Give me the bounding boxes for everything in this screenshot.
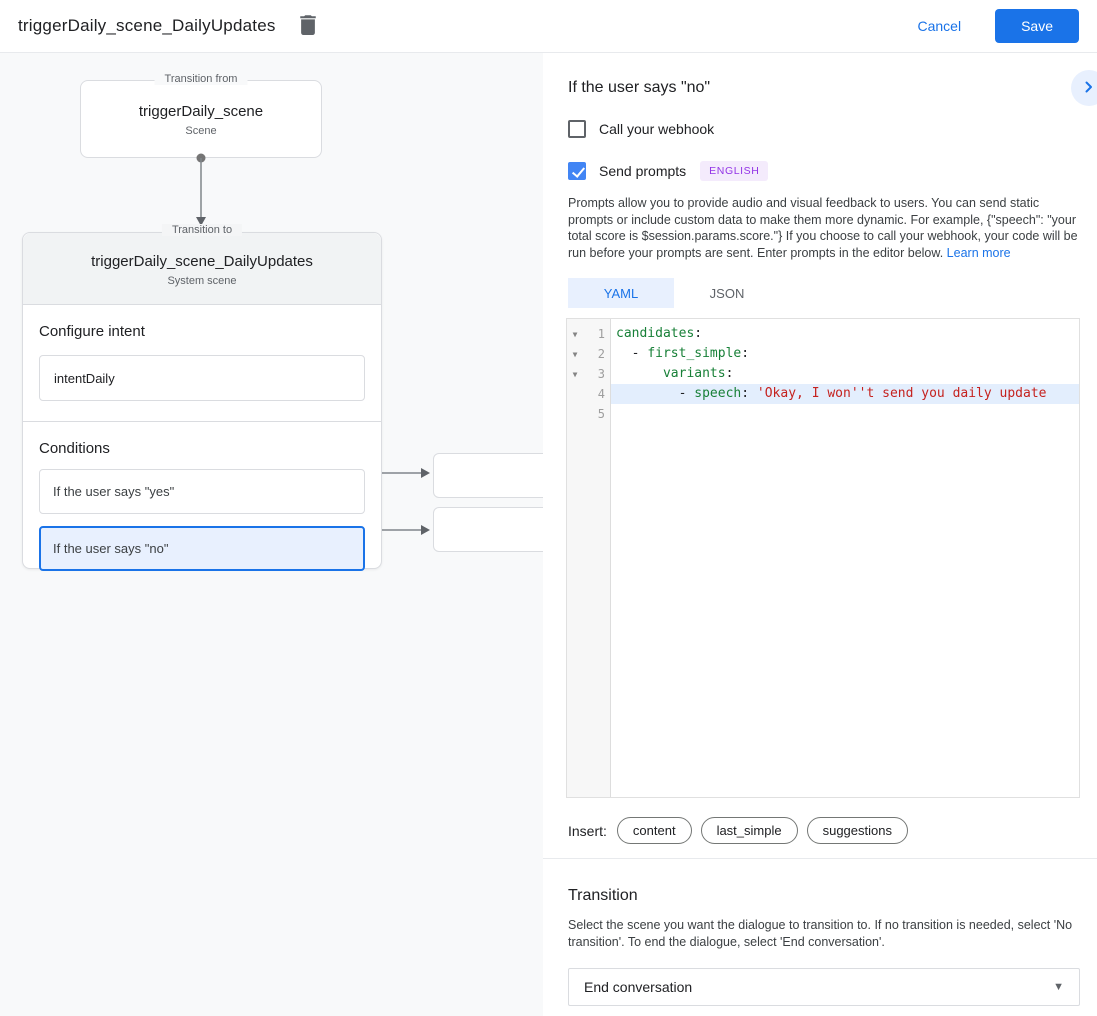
fold-arrow-icon[interactable]: ▼: [572, 369, 578, 379]
code-token-plain: -: [616, 346, 648, 361]
webhook-checkbox-row[interactable]: Call your webhook: [568, 120, 1080, 138]
code-token-plain: :: [741, 386, 757, 401]
code-line[interactable]: - first_simple:: [611, 344, 1079, 364]
code-token-plain: :: [741, 346, 750, 361]
line-number: 2: [597, 347, 605, 361]
target-scene-node[interactable]: [433, 507, 543, 552]
code-line[interactable]: variants:: [611, 364, 1079, 384]
code-token-plain: :: [694, 326, 703, 341]
learn-more-link[interactable]: Learn more: [946, 245, 1011, 260]
conditions-list: If the user says "yes" If the user says "…: [39, 469, 365, 571]
insert-chip-last_simple[interactable]: last_simple: [700, 817, 798, 844]
webhook-label: Call your webhook: [599, 121, 715, 137]
send-prompts-checkbox-row[interactable]: Send prompts ENGLISH: [568, 161, 1080, 181]
code-token-plain: :: [725, 366, 734, 381]
code-token-plain: -: [616, 386, 695, 401]
code-token-plain: [616, 366, 663, 381]
tab-json[interactable]: JSON: [709, 285, 745, 301]
tab-yaml[interactable]: YAML: [568, 278, 674, 308]
transition-to-legend: Transition to: [161, 224, 243, 236]
gutter-line: ▼2: [567, 344, 610, 364]
code-token-key: first_simple: [647, 346, 742, 361]
to-scene-subtitle: System scene: [167, 275, 237, 287]
transition-description: Select the scene you want the dialogue t…: [568, 918, 1073, 949]
webhook-checkbox[interactable]: [568, 120, 586, 138]
editor-format-tabs: YAML JSON: [568, 278, 1080, 308]
code-token-key: variants: [662, 366, 726, 381]
code-token-key: speech: [694, 386, 742, 401]
insert-chips: content last_simple suggestions: [616, 817, 917, 844]
insert-chip-suggestions[interactable]: suggestions: [806, 817, 908, 844]
prompts-description-text: Prompts allow you to provide audio and v…: [568, 196, 1078, 260]
line-number: 1: [597, 327, 605, 341]
transition-to-header: Transition to triggerDaily_scene_DailyUp…: [23, 224, 381, 305]
from-scene-subtitle: Scene: [185, 125, 217, 137]
line-number: 3: [597, 367, 605, 381]
editor-code-area[interactable]: candidates: - first_simple: variants: - …: [611, 319, 1079, 797]
intent-input[interactable]: intentDaily: [39, 355, 365, 401]
trash-icon: [299, 14, 317, 38]
gutter-line: 4: [567, 384, 610, 404]
configure-intent-section: Configure intent intentDaily: [23, 305, 381, 422]
prompts-description: Prompts allow you to provide audio and v…: [568, 195, 1086, 261]
send-prompts-label: Send prompts: [599, 163, 687, 179]
dropdown-caret-icon: ▼: [1053, 981, 1064, 993]
fold-arrow-icon[interactable]: ▼: [572, 349, 578, 359]
transition-to-node[interactable]: Transition to triggerDaily_scene_DailyUp…: [22, 224, 382, 571]
code-token-key: candidates: [616, 326, 695, 341]
insert-chip-content[interactable]: content: [616, 817, 692, 844]
transition-from-legend: Transition from: [154, 73, 248, 85]
fold-arrow-icon[interactable]: ▼: [572, 329, 578, 339]
send-prompts-checkbox[interactable]: [568, 162, 586, 180]
transition-heading: Transition: [568, 887, 638, 904]
gutter-line: 5: [567, 404, 610, 424]
condition-title: If the user says "no": [568, 79, 711, 96]
chevron-right-icon: [1083, 81, 1095, 96]
language-badge: ENGLISH: [700, 161, 769, 181]
page-title: triggerDaily_scene_DailyUpdates: [18, 16, 276, 35]
detail-panel: If the user says "no" Call your webhook …: [543, 53, 1097, 1016]
section-divider: [543, 858, 1097, 859]
transition-select[interactable]: End conversation ▼: [568, 968, 1080, 1006]
target-scene-node[interactable]: [433, 453, 543, 498]
save-button[interactable]: Save: [995, 9, 1079, 43]
delete-button[interactable]: [294, 12, 322, 40]
flow-canvas: Transition from triggerDaily_scene Scene…: [0, 53, 543, 1016]
from-scene-title: triggerDaily_scene: [138, 103, 264, 120]
collapse-panel-button[interactable]: [1071, 70, 1097, 106]
code-line[interactable]: candidates:: [611, 324, 1079, 344]
transition-from-node[interactable]: Transition from triggerDaily_scene Scene: [80, 73, 322, 158]
code-token-string: 'Okay, I won''t send you daily update: [756, 386, 1047, 401]
to-scene-title: triggerDaily_scene_DailyUpdates: [91, 253, 313, 270]
gutter-line: ▼1: [567, 324, 610, 344]
top-bar: triggerDaily_scene_DailyUpdates Cancel S…: [0, 0, 1097, 53]
line-number: 4: [597, 387, 605, 401]
line-number: 5: [597, 407, 605, 421]
condition-item-selected[interactable]: If the user says "no": [39, 526, 365, 571]
configure-intent-label: Configure intent: [39, 323, 145, 340]
insert-row: Insert: content last_simple suggestions: [568, 817, 1080, 844]
conditions-label: Conditions: [39, 440, 110, 457]
transition-select-value: End conversation: [584, 979, 693, 995]
gutter-line: ▼3: [567, 364, 610, 384]
code-line-highlighted[interactable]: - speech: 'Okay, I won''t send you daily…: [611, 384, 1079, 404]
code-line[interactable]: [611, 404, 1079, 424]
cancel-button[interactable]: Cancel: [901, 10, 977, 42]
condition-item[interactable]: If the user says "yes": [39, 469, 365, 514]
insert-label: Insert:: [568, 822, 607, 839]
conditions-section: Conditions If the user says "yes"If the …: [23, 422, 381, 591]
